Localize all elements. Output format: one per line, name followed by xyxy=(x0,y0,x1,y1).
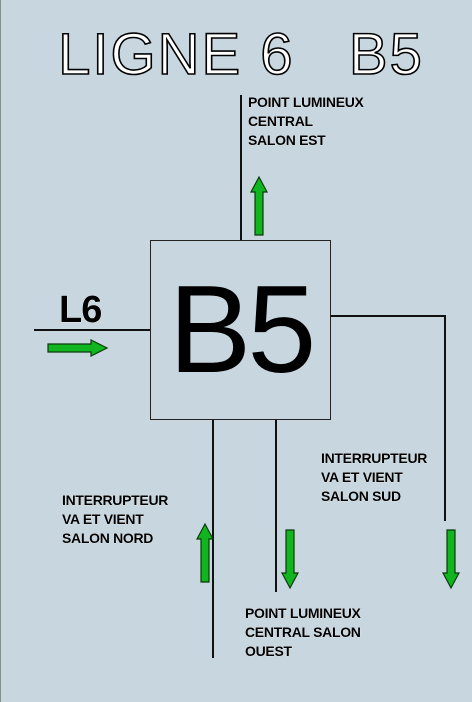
wire-right-vertical xyxy=(444,315,446,521)
label-line: OUEST xyxy=(245,643,292,659)
arrow-up-icon xyxy=(196,522,214,583)
label-line: INTERRUPTEUR xyxy=(321,450,428,466)
label-line: VA ET VIENT xyxy=(321,469,403,485)
wire-top xyxy=(240,95,242,241)
label-line: SALON EST xyxy=(248,132,326,148)
label-interrupteur-nord: INTERRUPTEUR VA ET VIENT SALON NORD xyxy=(62,491,169,548)
wire-right-horizontal xyxy=(331,315,446,317)
label-point-lumineux-est: POINT LUMINEUX CENTRAL SALON EST xyxy=(248,93,364,150)
label-line: INTERRUPTEUR xyxy=(62,492,169,508)
label-line: SALON NORD xyxy=(62,530,154,546)
arrow-right-icon xyxy=(47,339,109,357)
label-point-lumineux-ouest: POINT LUMINEUX CENTRAL SALON OUEST xyxy=(245,604,361,661)
wire-left-feed xyxy=(34,329,151,331)
arrow-up-icon xyxy=(250,175,268,236)
arrow-down-icon xyxy=(442,529,460,590)
arrow-down-icon xyxy=(281,529,299,590)
junction-box-label: B5 xyxy=(168,261,317,399)
page-title: LIGNE 6 B5 xyxy=(57,21,424,88)
page-title-text: LIGNE 6 B5 xyxy=(58,22,424,87)
label-line: VA ET VIENT xyxy=(62,511,144,527)
wire-bottom-right xyxy=(275,420,277,592)
label-line: CENTRAL SALON xyxy=(245,624,361,640)
label-interrupteur-sud: INTERRUPTEUR VA ET VIENT SALON SUD xyxy=(321,449,428,506)
junction-box-b5: B5 xyxy=(150,240,331,420)
feed-label: L6 xyxy=(59,289,103,332)
label-line: POINT LUMINEUX xyxy=(248,94,364,110)
label-line: SALON SUD xyxy=(321,488,401,504)
label-line: CENTRAL xyxy=(248,113,313,129)
label-line: POINT LUMINEUX xyxy=(245,605,361,621)
